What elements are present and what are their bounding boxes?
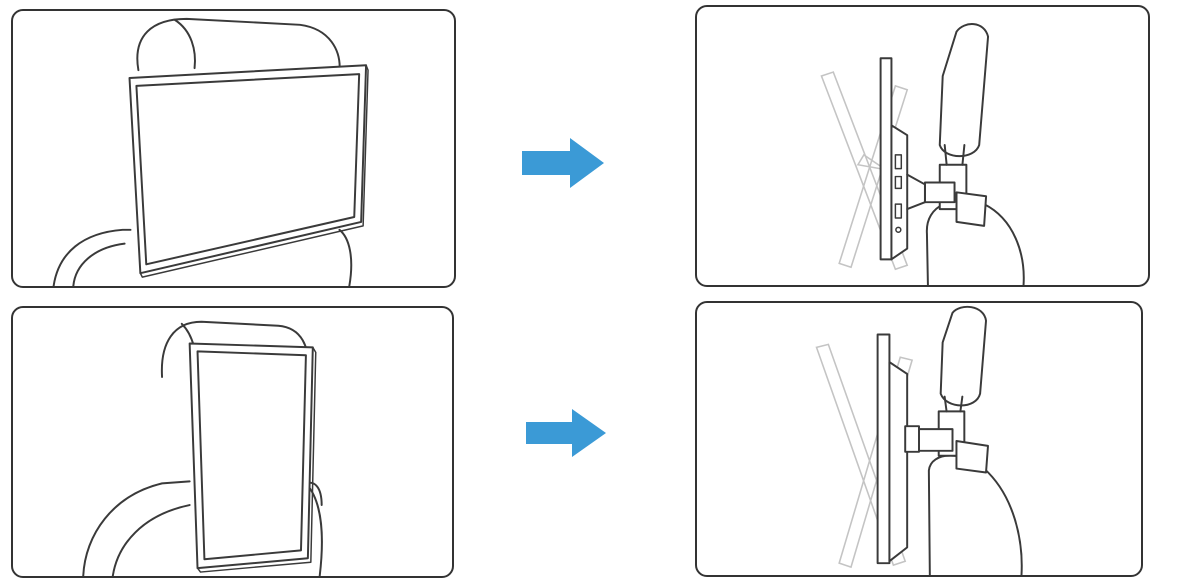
portrait-front-view-panel (11, 306, 454, 578)
portrait-side-tilt-panel (695, 301, 1143, 577)
right-arrow-icon (522, 138, 604, 188)
landscape-side-tilt-panel (695, 5, 1150, 287)
arrow-shape (526, 409, 606, 457)
monitor-tilt-side-illustration (815, 305, 1023, 575)
headrest-monitor-portrait-illustration (82, 320, 323, 576)
right-arrow-icon (526, 409, 606, 457)
tilt-range-ghost (815, 343, 914, 569)
arrow-shape (522, 138, 604, 188)
headrest-monitor-landscape-illustration (52, 17, 369, 286)
tilt-range-ghost (820, 71, 909, 271)
landscape-front-view-panel (11, 9, 456, 288)
monitor-tilt-side-illustration (820, 23, 1025, 285)
